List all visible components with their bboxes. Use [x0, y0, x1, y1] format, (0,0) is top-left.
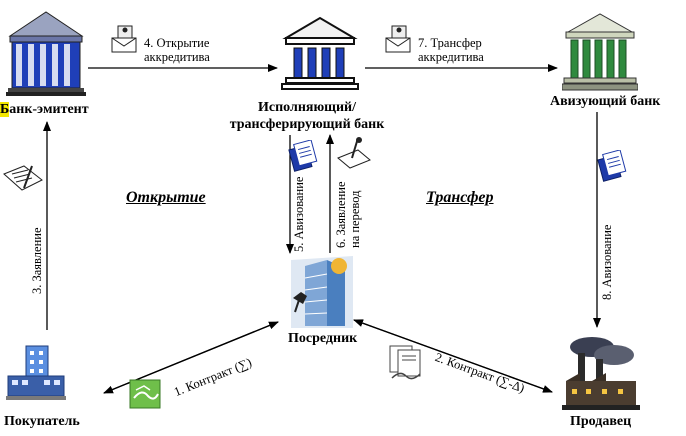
document-stack-icon	[597, 150, 627, 182]
step-6-line1: 6. Заявление	[334, 181, 348, 248]
executing-bank-label-line2: трансферирующий банк	[229, 117, 385, 132]
issuer-bank-label: Банк-эмитент	[0, 102, 89, 118]
step-4-label: 4. Открытие аккредитива	[144, 36, 210, 64]
step-7-label: 7. Трансфер аккредитива	[418, 36, 484, 64]
step-5-label: 5. Авизование	[292, 176, 306, 252]
step-4-line1: 4. Открытие	[144, 36, 210, 50]
step-6-label: 6. Заявление на перевод	[334, 181, 362, 248]
intermediary-label: Посредник	[288, 331, 358, 346]
bank-building-icon	[6, 11, 86, 96]
issuer-bank-label-highlight: Б	[0, 102, 10, 117]
buyer-label: Покупатель	[4, 414, 80, 429]
arrow-contract-intermediary-to-seller	[353, 319, 553, 393]
advising-bank-label: Авизующий банк	[550, 94, 661, 109]
skyscraper-icon	[291, 256, 353, 328]
step-7-line2: аккредитива	[418, 50, 484, 64]
phase-transfer-label: Трансфер	[426, 189, 494, 206]
executing-bank-label: Исполняющий/ трансферирующий банк	[214, 99, 400, 133]
document-stack-icon	[288, 140, 318, 172]
executing-bank-label-line1: Исполняющий/	[257, 100, 357, 115]
office-building-icon	[6, 345, 66, 400]
issuer-bank-label-rest: анк-эмитент	[9, 102, 89, 117]
seller-label: Продавец	[570, 414, 632, 429]
step-8-label: 8. Авизование	[600, 224, 614, 300]
pen-signing-icon	[337, 137, 371, 169]
step-3-label: 3. Заявление	[30, 227, 44, 294]
phase-opening-label: Открытие	[126, 189, 206, 206]
step-6-line2: на перевод	[348, 190, 362, 248]
step-4-line2: аккредитива	[144, 50, 210, 64]
factory-icon	[562, 337, 640, 410]
pen-signing-icon	[3, 165, 43, 191]
handshake-icon	[129, 379, 161, 409]
handshake-icon	[389, 345, 421, 380]
step-7-line1: 7. Трансфер	[418, 36, 482, 50]
bank-building-icon	[562, 13, 638, 91]
document-stack-icon	[111, 25, 137, 53]
bank-building-icon	[281, 16, 359, 90]
document-stack-icon	[385, 25, 411, 53]
